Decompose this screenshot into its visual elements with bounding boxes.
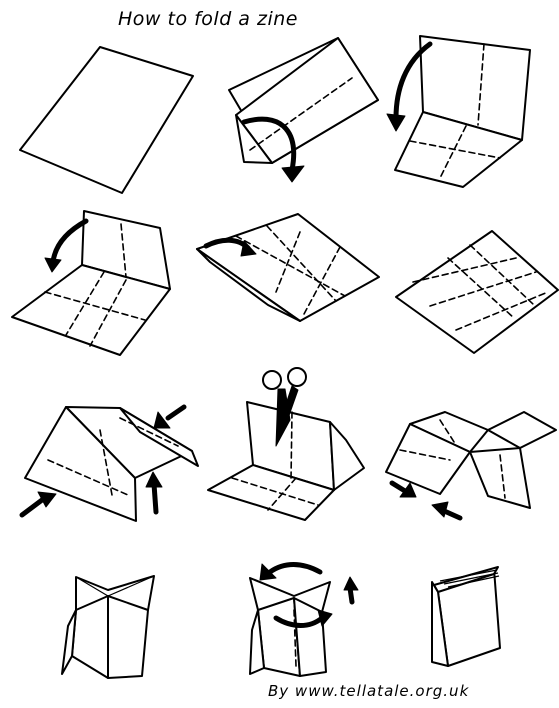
step-12-finished-zine-icon — [432, 567, 500, 666]
step-11-wrap-pages-icon — [250, 564, 358, 676]
step-7-pinch-fold-icon — [22, 407, 198, 521]
credit-text: By www.tellatale.org.uk — [268, 682, 469, 700]
step-4-fold-in-quarter-icon — [12, 211, 170, 355]
step-5-unfold-icon — [197, 214, 379, 321]
step-2-fold-in-half-icon — [229, 38, 378, 182]
step-1-flat-sheet-icon — [20, 47, 193, 193]
step-8-scissors-cut-icon — [208, 368, 364, 520]
step-10-star-fold-icon — [62, 576, 154, 678]
step-6-creased-sheet-icon — [396, 231, 558, 353]
step-9-push-ends-icon — [386, 412, 556, 518]
step-3-fold-in-half-again-icon — [387, 36, 530, 187]
